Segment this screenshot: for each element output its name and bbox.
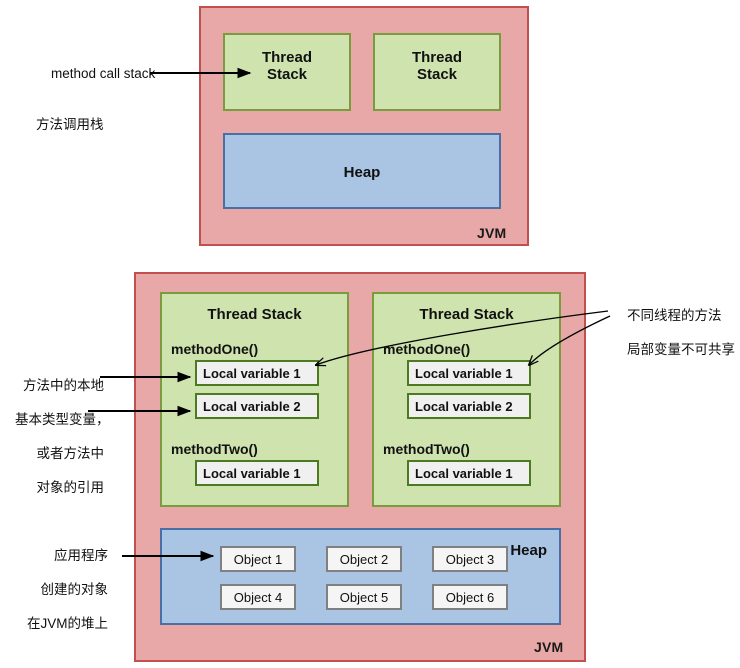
heap-object-2: Object 2	[326, 546, 402, 572]
annotation-right-line1: 不同线程的方法	[627, 308, 722, 323]
top-jvm-label: JVM	[477, 225, 507, 241]
bottom-stack-2-method-1-local-1: Local variable 1	[407, 360, 531, 386]
bottom-stack-1-method-2-label: methodTwo()	[171, 441, 258, 457]
bottom-jvm-label: JVM	[534, 639, 564, 655]
top-heap-box: Heap	[223, 133, 501, 209]
bottom-right-annotation: 不同线程的方法 局部变量不可共享	[612, 290, 738, 375]
bottom-thread-stack-2: Thread Stack methodOne() Local variable …	[372, 292, 561, 507]
bottom-stack-1-method-1-local-2: Local variable 2	[195, 393, 319, 419]
heap-object-3: Object 3	[432, 546, 508, 572]
stack-title-line1: Thread	[411, 49, 462, 66]
bottom-heap-box: Heap Object 1 Object 2 Object 3 Object 4…	[160, 528, 561, 625]
bottom-thread-stack-2-title: Thread Stack	[419, 306, 514, 323]
bottom-left-annotation: 方法中的本地 基本类型变量， 或者方法中 对象的引用	[0, 360, 110, 513]
heap-object-6: Object 6	[432, 584, 508, 610]
top-thread-stack-1-title: Thread Stack	[225, 49, 349, 83]
stack-title-line1: Thread	[261, 49, 312, 66]
top-annotation-line1: method call stack	[51, 66, 156, 81]
annotation-heap-line2: 创建的对象	[40, 582, 109, 597]
top-heap-label: Heap	[343, 164, 381, 181]
annotation-left-line4: 对象的引用	[36, 480, 105, 495]
bottom-stack-2-method-1-label: methodOne()	[383, 341, 471, 357]
stack-title-line2: Stack	[416, 66, 458, 83]
heap-object-4: Object 4	[220, 584, 296, 610]
top-annotation: method call stack 方法调用栈	[36, 48, 164, 167]
annotation-heap-line1: 应用程序	[54, 548, 108, 563]
stack-title-line2: Stack	[266, 66, 308, 83]
bottom-stack-1-method-2-local-1: Local variable 1	[195, 460, 319, 486]
bottom-thread-stack-1: Thread Stack methodOne() Local variable …	[160, 292, 349, 507]
bottom-stack-1-method-1-label: methodOne()	[171, 341, 259, 357]
annotation-left-line2: 基本类型变量，	[15, 412, 110, 427]
heap-object-1: Object 1	[220, 546, 296, 572]
top-thread-stack-2: Thread Stack	[373, 33, 501, 111]
bottom-stack-2-method-1-local-2: Local variable 2	[407, 393, 531, 419]
top-thread-stack-1: Thread Stack	[223, 33, 351, 111]
annotation-right-line2: 局部变量不可共享	[627, 342, 736, 357]
top-annotation-line2: 方法调用栈	[36, 117, 104, 132]
annotation-left-line3: 或者方法中	[36, 446, 105, 461]
annotation-left-line1: 方法中的本地	[23, 378, 104, 393]
bottom-stack-1-method-1-local-1: Local variable 1	[195, 360, 319, 386]
heap-object-5: Object 5	[326, 584, 402, 610]
bottom-thread-stack-1-title: Thread Stack	[207, 306, 302, 323]
annotation-heap-line3: 在JVM的堆上	[27, 616, 108, 631]
bottom-stack-2-method-2-local-1: Local variable 1	[407, 460, 531, 486]
heap-annotation: 应用程序 创建的对象 在JVM的堆上	[0, 530, 108, 649]
bottom-stack-2-method-2-label: methodTwo()	[383, 441, 470, 457]
bottom-heap-label: Heap	[510, 542, 547, 559]
top-thread-stack-2-title: Thread Stack	[375, 49, 499, 83]
